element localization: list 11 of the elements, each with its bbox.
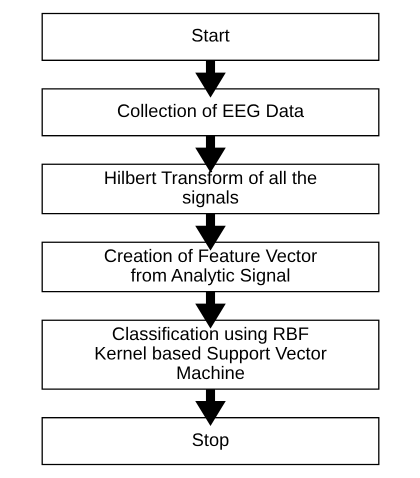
node-box: Stop [41,417,379,466]
node-box: Classification using RBF Kernel based Support Vector Machine [41,320,379,390]
arrow [194,136,226,173]
node-box: Creation of Feature Vector from Analytic Signal [41,242,379,292]
arrow [194,214,226,251]
node-box: Hilbert Transform of all the signals [41,164,379,214]
arrow [194,292,226,329]
node-box: Start [41,12,379,61]
arrow [194,60,226,98]
arrow [194,390,226,426]
node-box: Collection of EEG Data [41,88,379,136]
